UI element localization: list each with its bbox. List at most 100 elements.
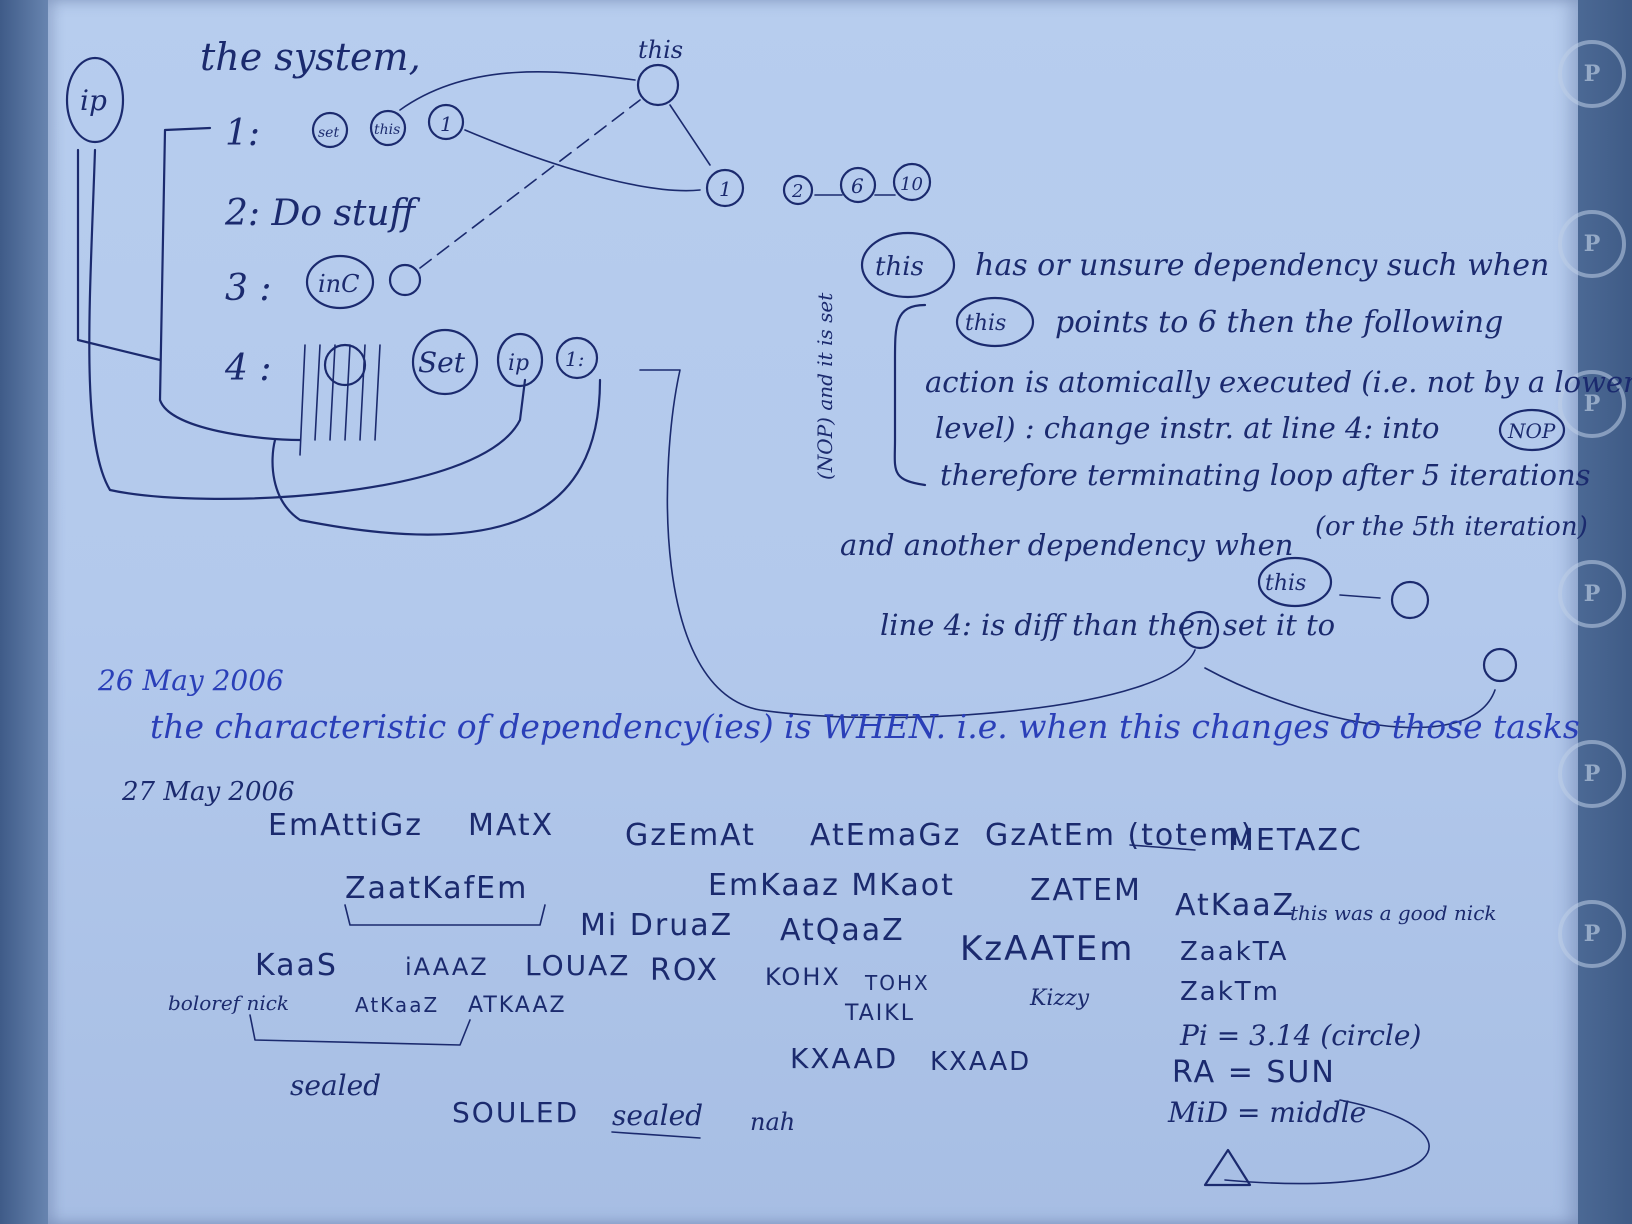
word: Pi = 3.14 (circle) [1179, 1019, 1421, 1052]
step1-this-circle [369, 109, 407, 147]
desk-left-edge [0, 0, 52, 1224]
arrow-back-to-step4 [639, 369, 1196, 719]
scribble-lines [299, 344, 381, 456]
watermark-seal: P [1558, 560, 1626, 628]
explain-line-4: level) : change instr. at line 4: into [935, 411, 1439, 445]
word-note: this was a good nick [1290, 901, 1497, 925]
word: RA = SUN [1172, 1055, 1336, 1090]
explain-line-2: points to 6 then the following [1055, 305, 1503, 340]
loop-arrow-step1 [158, 126, 302, 442]
word: EmKaaz MKaot [708, 868, 955, 903]
set-to-circle [1482, 647, 1518, 683]
step3-empty-circle [388, 263, 422, 297]
step3-inc: inC [318, 270, 360, 298]
word: AtQaaZ [780, 913, 905, 948]
word: nah [750, 1108, 795, 1136]
diff-circle [1180, 610, 1220, 650]
triangle-mark [1203, 1148, 1252, 1187]
seq-circle-1 [705, 168, 745, 208]
seq-1: 1 [719, 177, 732, 201]
step3-label: 3 : [225, 268, 271, 309]
nop-label: NOP [1507, 419, 1556, 443]
arrow-to-metazc [1129, 844, 1196, 851]
word: AtEmaGz [810, 818, 961, 853]
word: AtKaaZ [1175, 888, 1295, 923]
explain-line-8: line 4: is diff than then set it to [880, 608, 1335, 642]
arrow-to-seq1 [464, 129, 701, 192]
step4-ref-circle [555, 336, 599, 380]
word: Kizzy [1029, 986, 1090, 1011]
arrow-this-to-seq1 [669, 104, 711, 166]
step4-set-circle [411, 328, 479, 396]
step1-label: 1: [225, 113, 260, 154]
arrow-back-to-diff [1204, 667, 1496, 729]
word: METAZC [1228, 823, 1363, 858]
this-label-3: this [1265, 571, 1306, 596]
this-circle-1 [860, 231, 956, 299]
step1-set: set [318, 125, 339, 141]
seq-circle-2 [782, 174, 814, 206]
step4-set: Set [418, 346, 466, 379]
seq-10: 10 [900, 174, 923, 195]
word: EmAttiGz [268, 808, 423, 843]
nop-circle [1498, 408, 1566, 452]
explain-line-5: therefore terminating loop after 5 itera… [940, 458, 1591, 492]
this-node [636, 63, 680, 107]
word: GzAtEm (totem) [985, 818, 1254, 853]
step1-this: this [374, 122, 400, 138]
seq-circle-10 [892, 162, 932, 202]
bracket-under-word [249, 1014, 471, 1046]
word: ATKAAZ [468, 993, 567, 1018]
word: KOHX [765, 963, 841, 991]
ip-node [65, 56, 125, 144]
word: iAAAZ [405, 953, 489, 981]
this-label-1: this [875, 252, 924, 282]
explain-line-7: and another dependency when [840, 528, 1293, 562]
watermark-seal: P [1558, 210, 1626, 278]
word: KXAAD [930, 1047, 1031, 1077]
arrow-to-this [399, 71, 636, 111]
brace [893, 303, 927, 487]
step4-ref: 1: [565, 347, 584, 371]
one-circle-bottom [1390, 580, 1430, 620]
word: MiD = middle [1167, 1096, 1366, 1129]
top-line-text: the system, [200, 35, 421, 79]
watermark-seal: P [1558, 740, 1626, 808]
watermark-seal: P [1558, 40, 1626, 108]
this-circle-3 [1257, 556, 1333, 608]
word: ZaatKafEm [345, 871, 528, 906]
step1-one: 1 [440, 112, 453, 136]
loop-arrow-step4 [271, 378, 602, 536]
step4-label: 4 : [224, 348, 271, 389]
watermark-seal: P [1558, 900, 1626, 968]
seq-circle-6 [839, 166, 877, 204]
word: LOUAZ [525, 949, 630, 982]
word: TOHX [864, 971, 930, 995]
word: sealed [612, 1099, 703, 1132]
word: sealed [290, 1069, 381, 1102]
arrow-this-to-one [1339, 594, 1381, 599]
date-2: 27 May 2006 [121, 777, 295, 807]
word: ROX [650, 953, 719, 988]
loop-arrow-left [76, 148, 162, 362]
ip-node-label: ip [80, 84, 107, 117]
word: KzAATEm [960, 929, 1134, 969]
bracket-under-word [344, 904, 546, 926]
step1-set-circle [311, 111, 349, 149]
step2-label: 2: Do stuff [224, 193, 421, 234]
word: Mi DruaZ [580, 908, 733, 943]
word: KXAAD [790, 1042, 898, 1075]
word: ZATEM [1030, 873, 1142, 908]
word: boloref nick [168, 991, 289, 1015]
this-label-2: this [965, 311, 1006, 336]
this-node-label: this [638, 36, 683, 64]
date-1: 26 May 2006 [97, 664, 284, 697]
blue-line: the characteristic of dependency(ies) is… [150, 707, 1580, 746]
step1-one-circle [427, 103, 465, 141]
step4-ip-circle [496, 332, 544, 388]
word: SOULED [452, 1096, 579, 1129]
arrow-inc-to-this [419, 99, 641, 269]
step4-scribble-circle [323, 343, 367, 387]
word: KaaS [255, 948, 338, 983]
